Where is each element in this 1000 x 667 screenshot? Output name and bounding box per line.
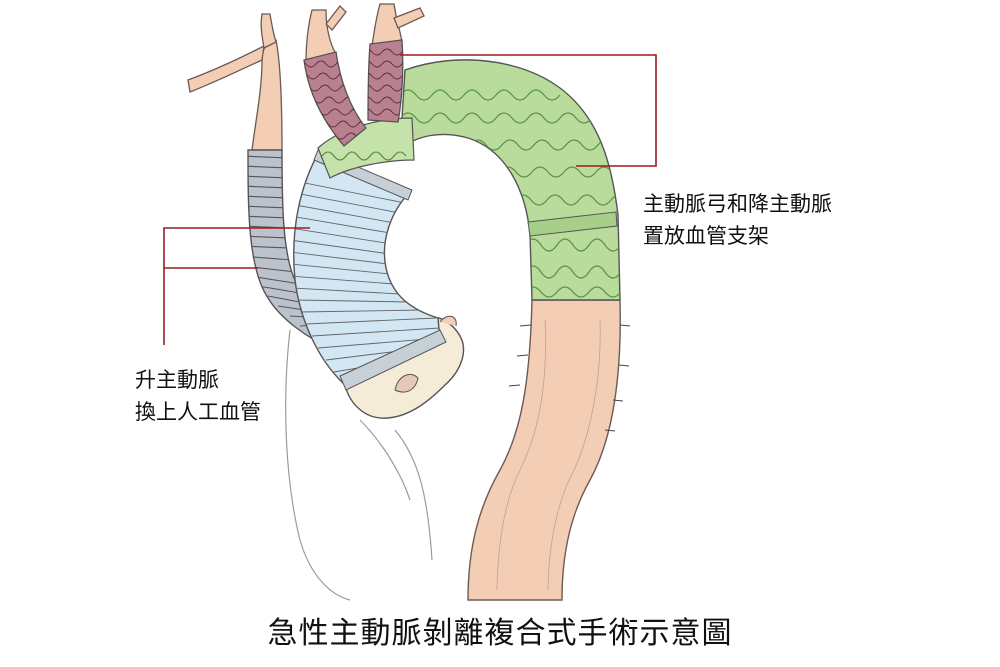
label-arch-line1: 主動脈弓和降主動脈 [643, 192, 832, 216]
branch-stent-right [367, 39, 404, 123]
leader-line-arch [400, 54, 657, 167]
arch-stent-graft [399, 59, 621, 301]
head-vessels [187, 3, 425, 151]
label-ascending-line1: 升主動脈 [135, 368, 219, 392]
ascending-artificial-graft [293, 149, 447, 391]
leader-line-ascending [163, 227, 310, 345]
label-arch-line2: 置放血管支架 [643, 224, 769, 248]
descending-aorta [467, 299, 631, 601]
label-ascending-graft: 升主動脈 換上人工血管 [135, 364, 261, 428]
label-arch-stent: 主動脈弓和降主動脈 置放血管支架 [643, 188, 832, 252]
label-ascending-line2: 換上人工血管 [135, 400, 261, 424]
figure-caption: 急性主動脈剝離複合式手術示意圖 [267, 616, 733, 651]
